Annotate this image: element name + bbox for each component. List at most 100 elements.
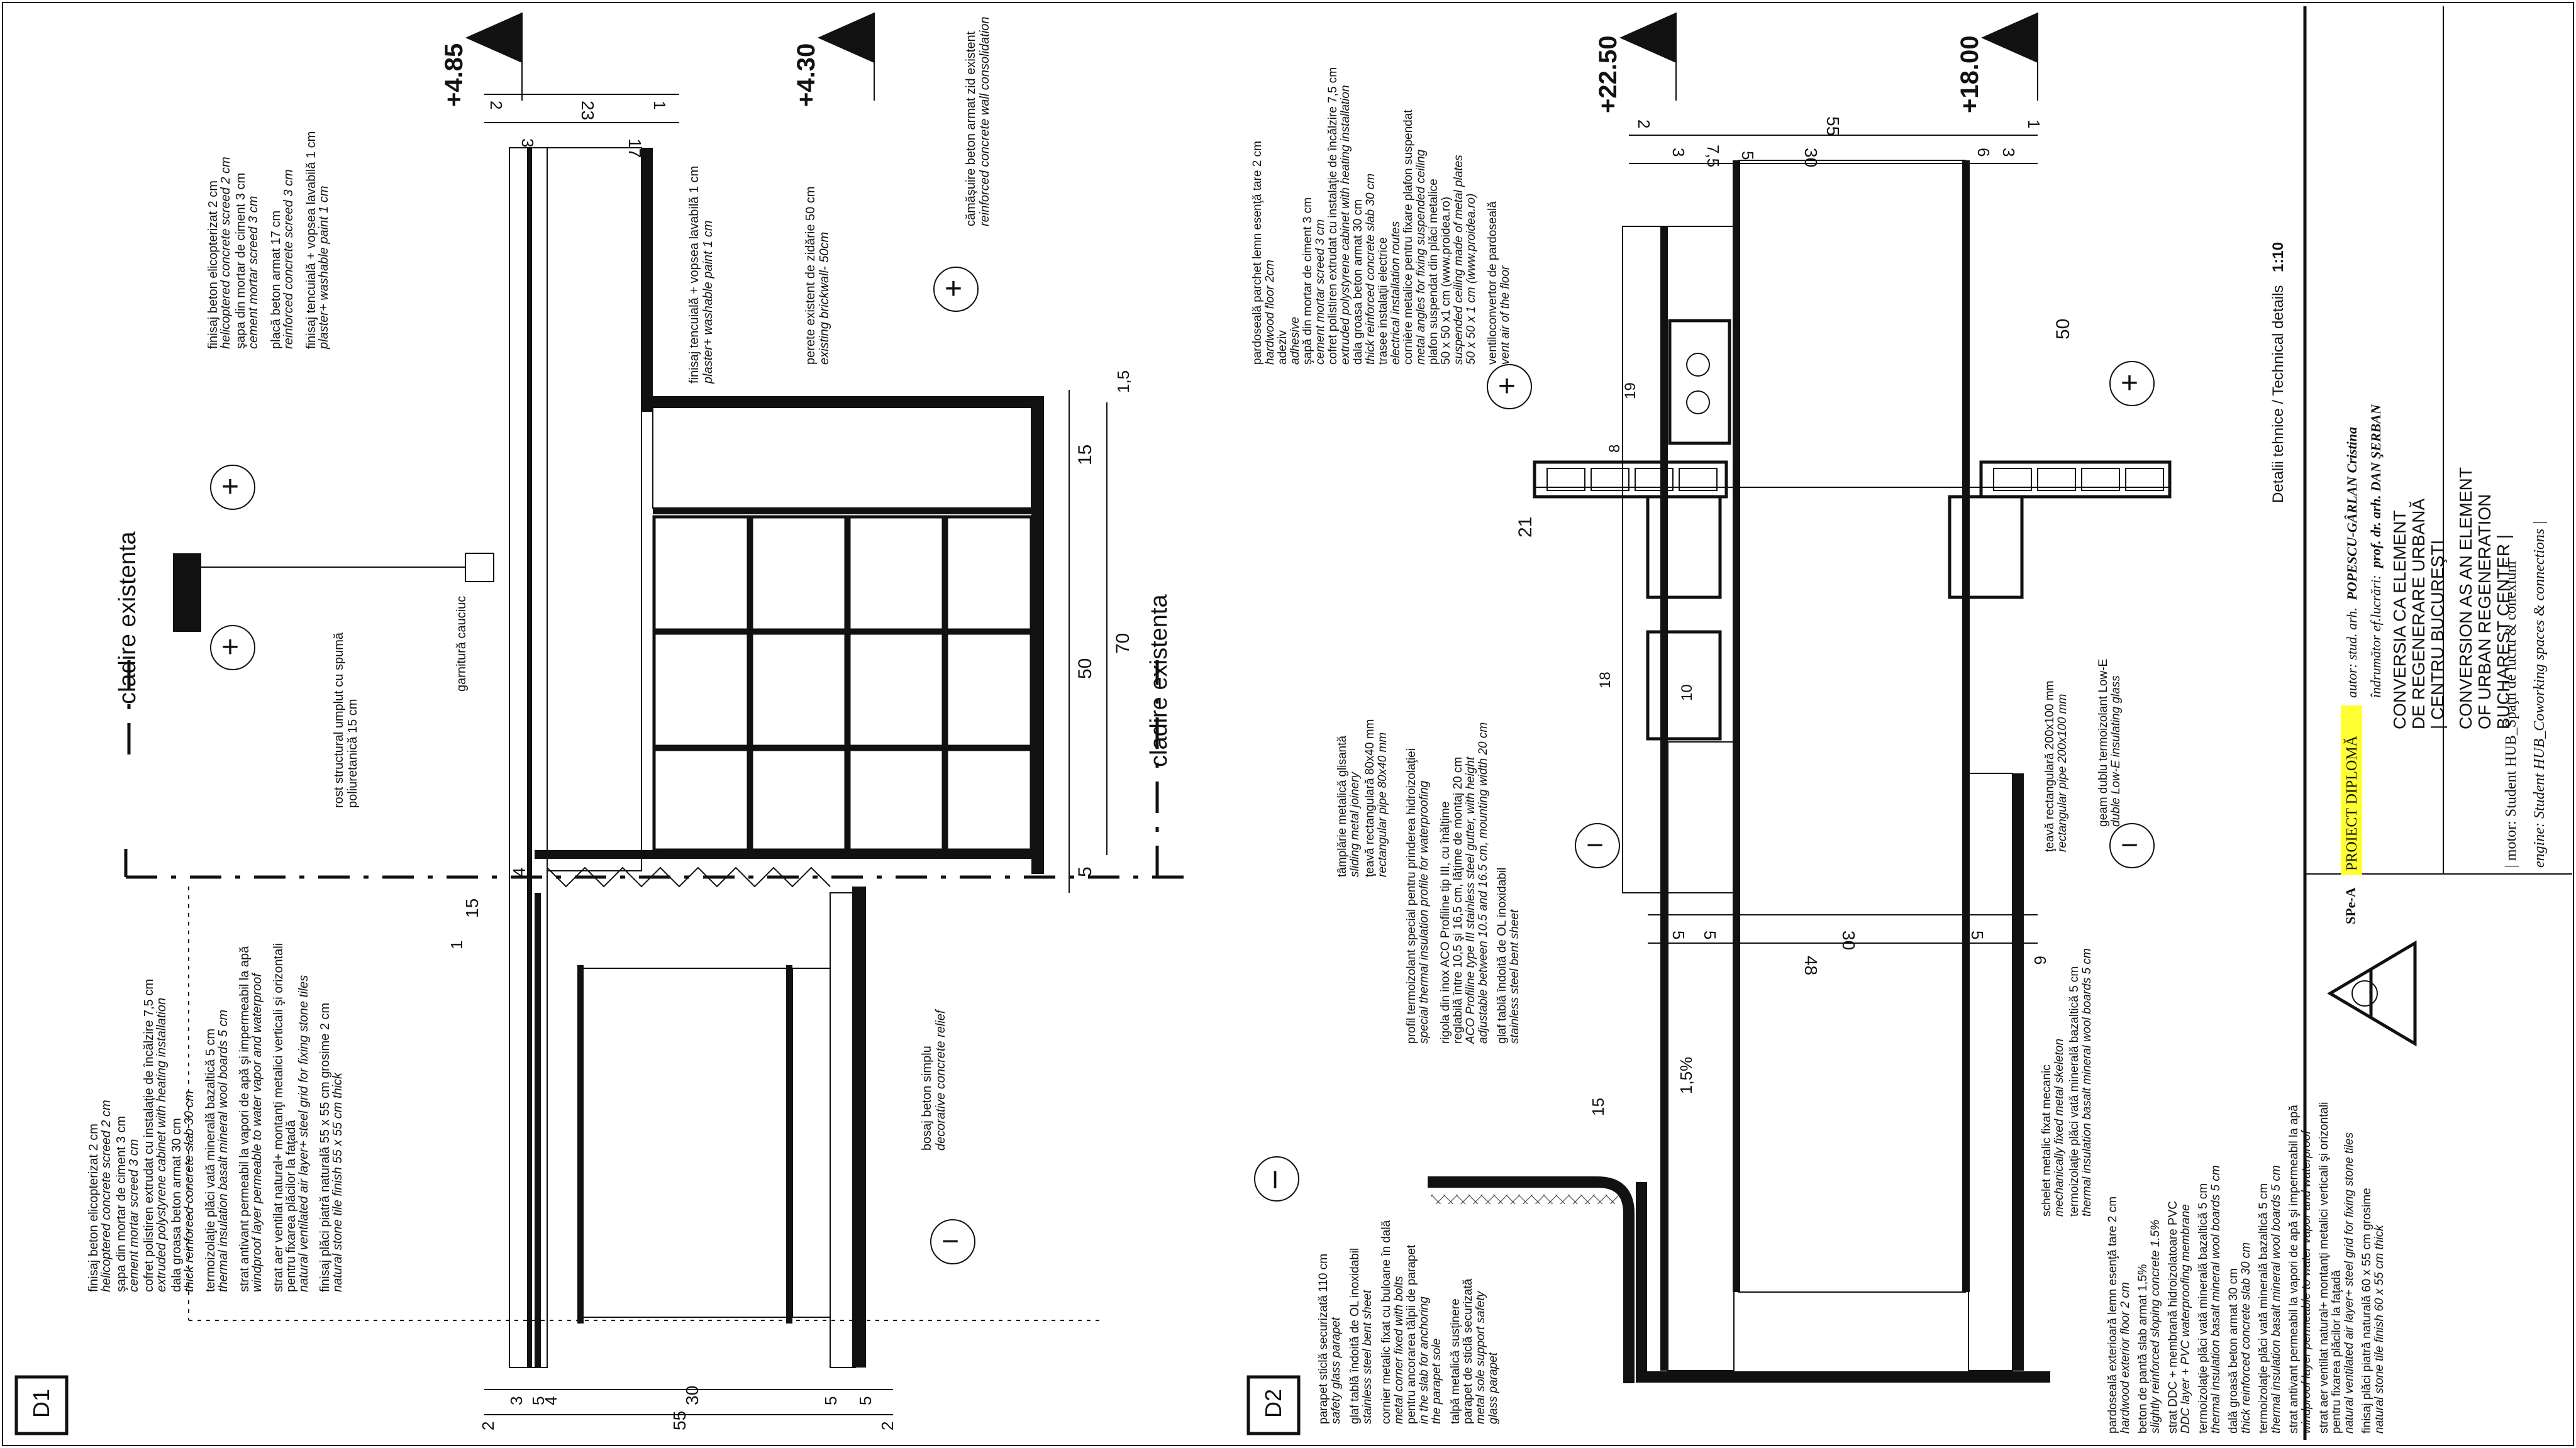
project-highlight: [2341, 705, 2362, 875]
d1-brick-note: perete existent de zidărie 50 cm existin…: [804, 187, 831, 365]
svg-text:plafon suspendat din plăci met: plafon suspendat din plăci metalice: [1427, 179, 1440, 365]
d1-level-4-85: +4.85: [440, 13, 523, 107]
svg-text:natural stone tile finish 55 x: natural stone tile finish 55 x 55 cm thi…: [331, 1072, 345, 1292]
svg-text:thick reinforced concrete slab: thick reinforced concrete slab 30 cm: [182, 1091, 196, 1292]
detail-d2: D2 I: [1246, 13, 2386, 1435]
svg-text:OF URBAN REGENERATION: OF URBAN REGENERATION: [2475, 494, 2494, 729]
d2-structural-slab: [1738, 160, 1966, 1293]
svg-text:tâmplărie metalică glisantă: tâmplărie metalică glisantă: [1336, 736, 1349, 877]
svg-text:talpă metalică susţinere: talpă metalică susţinere: [1449, 1298, 1462, 1424]
svg-text:sliding metal joinery: sliding metal joinery: [1348, 771, 1362, 877]
d2-dim-3b: 3: [1999, 148, 2018, 157]
d2-dimension-chain-top: 2 3 7,5 5 30 55 6 3 1: [1629, 116, 2043, 167]
svg-text:the parapet sole: the parapet sole: [1430, 1339, 1443, 1424]
svg-text:existing brickwall- 50cm: existing brickwall- 50cm: [818, 232, 831, 365]
d2-dim-55: 55: [1823, 116, 1843, 136]
svg-text:dala groasa beton armat 30 cm: dala groasa beton armat 30 cm: [170, 1118, 184, 1292]
d2-dim-6b: 6: [2031, 956, 2050, 964]
svg-text:metal angles for fixing suspen: metal angles for fixing suspended ceilin…: [1414, 149, 1428, 365]
d2-facade-notes: pardoseală exterioară lemn esenţă tare 2…: [2106, 1102, 2386, 1434]
svg-text:mechanically fixed metal skele: mechanically fixed metal skeleton: [2053, 1039, 2066, 1217]
d1-existing-hatch: [173, 553, 201, 632]
title-en: CONVERSION AS AN ELEMENT OF URBAN REGENE…: [2456, 467, 2513, 729]
d1-dim-4: 4: [541, 1396, 560, 1405]
d1-dim-4b: 4: [509, 867, 529, 877]
svg-text:poliuretanică 15 cm: poliuretanică 15 cm: [346, 699, 360, 808]
d1-dim-5c: 5: [529, 1396, 548, 1405]
svg-text:cofret polistiren extrudat cu: cofret polistiren extrudat cu instalaţie…: [1326, 67, 1340, 365]
d1-hatch-end-box: [465, 553, 494, 582]
svg-text:extruded polystyrene cabinet w: extruded polystyrene cabinet with heatin…: [1339, 85, 1352, 365]
motor-en: engine: Student HUB_Coworking spaces & c…: [2531, 521, 2548, 868]
svg-text:natural stone tile finish 60 x: natural stone tile finish 60 x 55 cm thi…: [2373, 1224, 2386, 1434]
d2-dim-30: 30: [1801, 148, 1821, 167]
plus-sign-2: +: [221, 631, 239, 664]
detail-label-d1: D1: [28, 1389, 54, 1418]
svg-text:extruded polystyrene cabinet w: extruded polystyrene cabinet with heatin…: [155, 998, 169, 1292]
d1-dim-55: 55: [670, 1411, 689, 1430]
d2-dim-50: 50: [2053, 319, 2074, 340]
svg-text:garnitură cauciuc: garnitură cauciuc: [455, 596, 469, 692]
svg-text:beton de pantă slab armat 1,5%: beton de pantă slab armat 1,5%: [2136, 1264, 2150, 1434]
d1-slab-edge: [641, 148, 653, 412]
svg-text:reglabilă între 10,5 şi 16,5 c: reglabilă între 10,5 şi 16,5 cm, lăţime …: [1452, 757, 1465, 1044]
svg-text:| CENTRU BUCUREŞTI: | CENTRU BUCUREŞTI: [2428, 540, 2447, 729]
detail-label-d2: D2: [1260, 1389, 1286, 1418]
minus-sign-2: −: [1586, 829, 1604, 862]
svg-text:cofret polistiren extrudat cu: cofret polistiren extrudat cu instalaţie…: [142, 979, 156, 1292]
svg-text:dala groasa beton armat 30 cm: dala groasa beton armat 30 cm: [1352, 199, 1365, 365]
svg-text:DE REGENERARE URBANĂ: DE REGENERARE URBANĂ: [2409, 498, 2428, 729]
svg-text:metal corner fixed with bolts: metal corner fixed with bolts: [1392, 1276, 1406, 1424]
title-block: Detalii tehnice / Technical details 1:10…: [2270, 6, 2572, 1440]
svg-text:parapet de sticlă securizată: parapet de sticlă securizată: [1462, 1278, 1475, 1424]
d1-dim-2: 2: [479, 1422, 497, 1430]
svg-text:windproof layer permeable to w: windproof layer permeable to water vapor…: [250, 972, 264, 1292]
level-18-00-label: +18.00: [1956, 36, 1984, 113]
svg-text:suspended ceiling made of meta: suspended ceiling made of metal plates: [1452, 155, 1465, 365]
svg-text:electrical installation routes: electrical installation routes: [1389, 221, 1402, 365]
svg-text:finisaj beton elicopterizat 2: finisaj beton elicopterizat 2 cm: [206, 180, 220, 349]
d1-dim-15b: 15: [462, 898, 482, 918]
svg-text:termoizolaţie plăci vată miner: termoizolaţie plăci vată minerală bazalt…: [204, 1029, 218, 1292]
d2-dim-6: 6: [1974, 148, 1993, 157]
sheet-title: Detalii tehnice / Technical details 1:10: [2270, 242, 2287, 503]
svg-text:trasee instalaţii electrice: trasee instalaţii electrice: [1377, 237, 1390, 365]
d1-dim-2c: 2: [487, 101, 506, 109]
svg-text:special thermal insulation pro: special thermal insulation profile for w…: [1418, 780, 1431, 1044]
d1-level-4-30: +4.30: [792, 13, 875, 107]
minus-sign-3: −: [2121, 829, 2138, 862]
svg-text:thick reinforced concrete slab: thick reinforced concrete slab 30 cm: [1364, 174, 1377, 365]
svg-text:şapă din mortar de ciment 3 cm: şapă din mortar de ciment 3 cm: [1301, 197, 1314, 365]
d2-dim-3: 3: [1669, 148, 1688, 157]
svg-text:profil termoizolant special pe: profil termoizolant special pentru prind…: [1405, 748, 1418, 1044]
svg-text:rectangular pipe 80x40 mm: rectangular pipe 80x40 mm: [1376, 732, 1389, 877]
d2-dim-8: 8: [1606, 445, 1623, 453]
d2-dim-10: 10: [1679, 684, 1696, 701]
d1-layers-note-left: finisaj beton elicopterizat 2 cm helicop…: [87, 943, 345, 1292]
svg-text:ţeavă rectangulară 200x100 mm: ţeavă rectangulară 200x100 mm: [2043, 681, 2057, 853]
svg-text:reinforced concrete screed 3 c: reinforced concrete screed 3 cm: [282, 169, 296, 349]
d2-convector-fan-1: [1686, 353, 1710, 377]
svg-text:pardoseală exterioară lemn ese: pardoseală exterioară lemn esenţă tare 2…: [2106, 1197, 2119, 1434]
d1-dim-1-5: 1,5: [1114, 370, 1133, 393]
svg-text:pentru fixarea plăcilor la faţ: pentru fixarea plăcilor la faţadă: [2330, 1270, 2343, 1434]
svg-text:glaf tablă îndoită de OL inoxi: glaf tablă îndoită de OL inoxidabil: [1496, 868, 1509, 1044]
svg-text:BUCHAREST CENTER |: BUCHAREST CENTER |: [2494, 534, 2513, 729]
svg-text:rectangular pipe 200x100 mm: rectangular pipe 200x100 mm: [2056, 694, 2069, 852]
svg-text:termoizolaţie plăci vată miner: termoizolaţie plăci vată minerală bazalt…: [2068, 966, 2081, 1217]
svg-text:bosaj beton simplu: bosaj beton simplu: [920, 1046, 934, 1151]
d1-existing-building-label-2: cladire existenta: [1146, 594, 1172, 767]
minus-sign: −: [941, 1225, 959, 1258]
svg-text:stainless steel bent sheet: stainless steel bent sheet: [1361, 1290, 1374, 1424]
svg-text:plaster+ washable paint 1 cm: plaster+ washable paint 1 cm: [701, 220, 715, 384]
d2-glass-parapet: [1431, 1195, 1619, 1204]
svg-text:duble Low-E insulating glass: duble Low-E insulating glass: [2109, 675, 2123, 827]
svg-text:şapa din mortar de ciment 3 cm: şapa din mortar de ciment 3 cm: [114, 1116, 128, 1292]
svg-text:cornier metalic fixat cu buloa: cornier metalic fixat cu buloane în dală: [1380, 1220, 1393, 1424]
plus-sign-5: +: [2121, 367, 2138, 400]
d2-slope-1-5: 1,5%: [1677, 1057, 1696, 1094]
d1-dim-2b: 2: [878, 1422, 897, 1430]
svg-text:schelet metalic fixat mecanic: schelet metalic fixat mecanic: [2040, 1064, 2053, 1217]
